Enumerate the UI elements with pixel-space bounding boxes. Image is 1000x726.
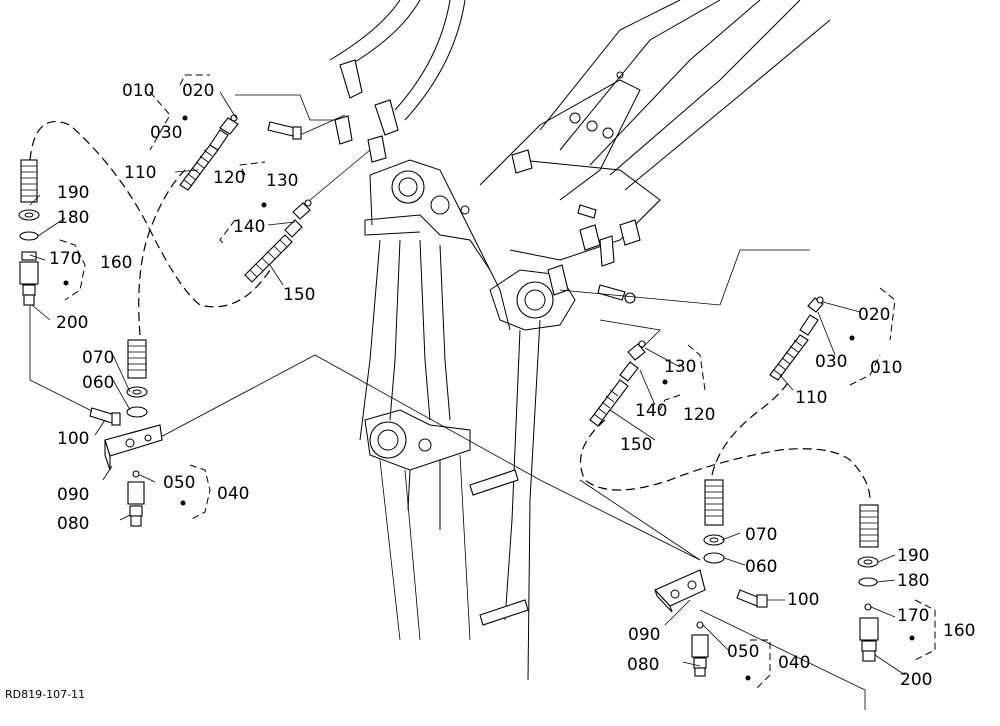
callout-160-left: 160 [100, 253, 132, 273]
washer-180-left [19, 231, 39, 241]
fitting-140-right [627, 340, 646, 361]
callout-010-right: 010 [870, 358, 902, 378]
washer-070-right [703, 534, 725, 546]
washer-190-right [857, 556, 879, 568]
hose-spring-110-right [769, 314, 819, 381]
washer-060-right [703, 552, 725, 564]
callout-120-right: 120 [683, 405, 715, 425]
bracket-090-left [104, 424, 163, 471]
callout-labels-right: 020 030 010 130 140 120 110 150 070 060 … [620, 305, 975, 690]
callout-080-left: 080 [57, 514, 89, 534]
fitting-080-right [691, 634, 709, 677]
callout-060-right: 060 [745, 557, 777, 577]
callout-100-right: 100 [787, 590, 819, 610]
callout-130-right: 130 [664, 357, 696, 377]
callout-200-right: 200 [900, 670, 932, 690]
callout-070-right: 070 [745, 525, 777, 545]
callout-030-right: 030 [815, 352, 847, 372]
fitting-140-left [292, 199, 312, 220]
callout-180-right: 180 [897, 571, 929, 591]
callout-brackets [59, 74, 936, 691]
callout-040-left: 040 [217, 484, 249, 504]
callout-200-left: 200 [56, 313, 88, 333]
callout-060-left: 060 [82, 373, 114, 393]
callout-170-right: 170 [897, 606, 929, 626]
bolt-left-upper [267, 121, 302, 140]
drawing-reference: RD819-107-11 [5, 688, 85, 701]
leader-markers [29, 91, 915, 681]
hose-spring-150-left [244, 219, 303, 283]
callout-050-left: 050 [163, 473, 195, 493]
callout-110-right: 110 [795, 388, 827, 408]
callout-140-right: 140 [635, 401, 667, 421]
washer-180-right [858, 577, 878, 587]
bolt-100-right [736, 589, 768, 608]
callout-130-left: 130 [266, 171, 298, 191]
bracket-090-right [654, 569, 706, 613]
callout-040-right: 040 [778, 653, 810, 673]
callout-180-left: 180 [57, 208, 89, 228]
callout-190-left: 190 [57, 183, 89, 203]
left-hose-assembly [18, 114, 312, 527]
hose-spring-bottom-left [127, 339, 147, 379]
callout-050-right: 050 [727, 642, 759, 662]
hose-spring-top-left [20, 159, 38, 203]
callout-030-left: 030 [150, 123, 182, 143]
fitting-080-left [127, 481, 145, 527]
fitting-170-right [859, 603, 879, 662]
washer-060-left [126, 406, 148, 418]
callout-150-right: 150 [620, 435, 652, 455]
callout-120-left: 120 [213, 168, 245, 188]
callout-010-left: 010 [122, 81, 154, 101]
callout-090-right: 090 [628, 625, 660, 645]
leader-lines [29, 94, 866, 710]
hose-spring-110-left [179, 129, 229, 191]
hose-spring-150-right [589, 361, 639, 427]
bolt-100-left [89, 407, 121, 426]
callout-100-left: 100 [57, 429, 89, 449]
fitting-050-right [696, 621, 704, 629]
callout-110-left: 110 [124, 163, 156, 183]
callout-140-left: 140 [233, 217, 265, 237]
callout-020-right: 020 [858, 305, 890, 325]
callout-080-right: 080 [627, 655, 659, 675]
washer-070-left [126, 386, 148, 398]
callout-150-left: 150 [283, 285, 315, 305]
hose-spring-bottom-right [704, 479, 724, 526]
fitting-170-left [19, 251, 39, 306]
callout-160-right: 160 [943, 621, 975, 641]
callout-070-left: 070 [82, 348, 114, 368]
right-hose-assembly [579, 296, 879, 677]
hose-spring-far-right [859, 504, 879, 548]
callout-090-left: 090 [57, 485, 89, 505]
fitting-050-left [132, 470, 140, 478]
callout-190-right: 190 [897, 546, 929, 566]
callout-170-left: 170 [49, 249, 81, 269]
callout-020-left: 020 [182, 81, 214, 101]
fitting-030-right [807, 296, 824, 313]
callout-labels-left: 010 020 030 110 120 130 140 150 190 180 … [49, 81, 315, 534]
washer-190-left [18, 209, 40, 221]
boom-structure [329, 0, 831, 681]
